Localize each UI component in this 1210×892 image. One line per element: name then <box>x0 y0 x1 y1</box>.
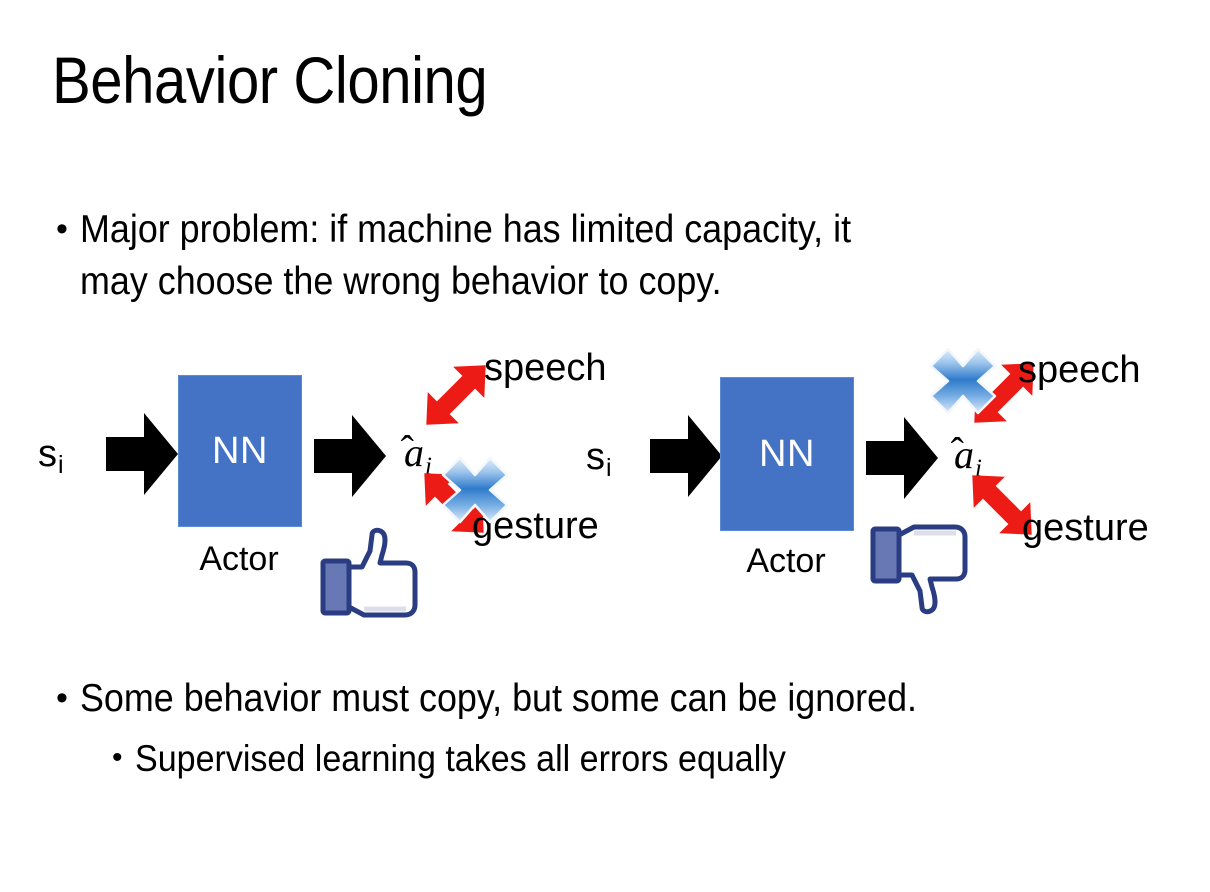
actor-network-box: NN <box>720 377 854 531</box>
branch-label-gesture: gesture <box>1022 507 1149 549</box>
sub-bullet-marker-icon: • <box>112 741 123 774</box>
branch-arrow-speech-icon <box>408 347 504 443</box>
cross-out-x-icon <box>438 453 512 527</box>
input-state-symbol: s <box>38 433 57 475</box>
input-flow-arrow-icon <box>106 411 178 497</box>
thumbs-up-icon <box>320 525 420 621</box>
branch-arrow-gesture-icon <box>954 457 1050 553</box>
predicted-action-subscript: i <box>425 453 432 481</box>
cross-out-x-icon <box>926 344 1000 418</box>
bullet-marker-icon: • <box>56 679 68 717</box>
bullet-marker-icon: • <box>56 210 68 248</box>
predicted-action-label: ai <box>404 433 432 480</box>
predicted-action-label: ai <box>954 435 982 482</box>
input-state-subscript: i <box>58 451 64 479</box>
thumbs-down-icon <box>870 521 970 617</box>
bullet-text: Some behavior must copy, but some can be… <box>79 677 917 720</box>
actor-network-label: NN <box>212 429 268 472</box>
actor-network-box: NN <box>178 375 302 527</box>
bullet-item-some-behavior: • Some behavior must copy, but some can … <box>56 673 1166 725</box>
actor-caption: Actor <box>199 540 279 578</box>
actor-network-label: NN <box>759 432 815 475</box>
input-state-label: si <box>38 435 64 478</box>
input-state-subscript: i <box>606 454 612 482</box>
predicted-action-symbol: a <box>404 433 424 473</box>
output-flow-arrow-icon <box>314 413 386 499</box>
actor-caption: Actor <box>746 542 826 580</box>
input-flow-arrow-icon <box>650 413 722 499</box>
input-state-symbol: s <box>586 436 605 478</box>
sub-bullet-item-supervised: • Supervised learning takes all errors e… <box>112 734 1162 783</box>
diagram-right-bad-case: si NN Actor ai speech g <box>566 335 1186 635</box>
predicted-action-subscript: i <box>975 455 982 483</box>
diagram-left-good-case: si NN Actor ai speech g <box>20 335 620 635</box>
branch-label-speech: speech <box>484 347 607 389</box>
bullet-text: Major problem: if machine has limited ca… <box>79 208 851 303</box>
predicted-action-symbol: a <box>954 435 974 475</box>
branch-arrow-speech-icon <box>956 345 1052 441</box>
branch-label-speech: speech <box>1018 349 1141 391</box>
page-title: Behavior Cloning <box>52 43 488 117</box>
bullet-item-problem: • Major problem: if machine has limited … <box>56 204 1146 308</box>
input-state-label: si <box>586 438 612 481</box>
output-flow-arrow-icon <box>866 415 938 501</box>
sub-bullet-text: Supervised learning takes all errors equ… <box>134 738 786 779</box>
